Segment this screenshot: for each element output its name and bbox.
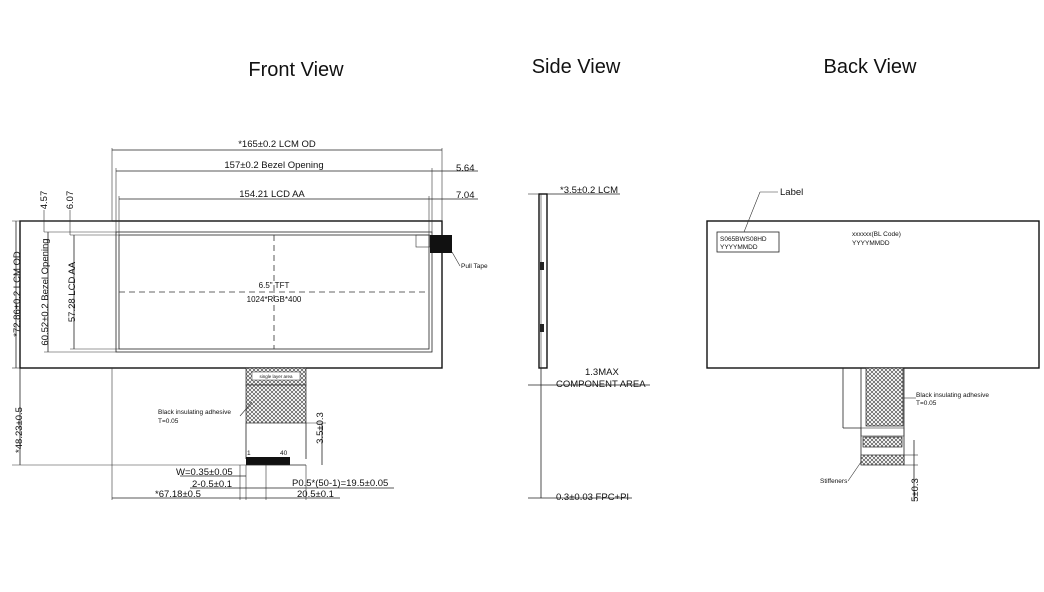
pin-first-label: 1 [247,450,251,457]
dim-fpc-length: *48.23±0.5 [14,407,25,453]
side-view-title: Side View [532,56,621,78]
front-view-title: Front View [248,59,344,81]
side-fpc-thickness: 0.3±0.03 FPC+PI [556,492,629,503]
dim-bezel-opening-height: 60.52±0.2 Bezel Opening [40,238,51,345]
back-stiffener [860,454,905,466]
side-component-area: COMPONENT AREA [556,379,646,390]
front-black-adhesive-label: Black insulating adhesive [158,409,231,416]
back-black-adhesive-area [865,367,904,427]
dim-pitch: P0.5*(50-1)=19.5±0.05 [292,478,388,489]
pull-tape [430,235,452,253]
back-view: S065BWS08HD YYYYMMDD Label xxxxxx(BL Cod… [706,187,1040,502]
back-label-line2: YYYYMMDD [720,244,758,251]
dim-fpc-tail: 3.5±0.3 [315,412,326,444]
dim-lcd-aa-height: 57.28 LCD AA [67,261,78,322]
dim-bezel-opening-width: 157±0.2 Bezel Opening [224,160,323,171]
back-stiffener-mark [862,436,903,448]
resolution-text: 1024*RGB*400 [247,295,302,304]
back-label-box [716,231,780,253]
pull-tape-label: Pull Tape [461,263,488,270]
dim-lcm-od-height: *72.86±0.2 LCM OD [12,251,23,337]
dim-lcm-od-width: *165±0.2 LCM OD [238,139,316,150]
front-bezel-opening [115,231,433,353]
back-stiffeners-label: Stiffeners [820,478,848,485]
back-stiffener-dim: 5±0.3 [910,478,921,502]
fpc-contacts [246,457,290,465]
back-bl-date: YYYYMMDD [852,240,890,247]
panel-type-text: 6.5" TFT [259,281,290,290]
back-black-adhesive-thickness: T=0.05 [916,400,937,407]
dim-fpc-position: *67.18±0.5 [155,489,201,500]
front-lcm-outline [19,220,443,369]
dim-top-offset-2: 6.07 [65,191,76,210]
dim-lcd-aa-width: 154.21 LCD AA [239,189,305,200]
pull-tape-outline [415,234,431,248]
side-lcm-outline [538,193,548,369]
single-layer-area-label: single layer area [259,374,293,379]
dim-pin-offset: 2-0.5±0.1 [192,479,232,490]
dim-pin-width: W=0.35±0.05 [176,467,233,478]
dim-fpc-width: 20.5±0.1 [297,489,334,500]
front-view: 6.5" TFT 1024*RGB*400 Pull Tape *165±0.2… [12,139,488,500]
side-component-max: 1.3MAX [585,367,619,378]
front-black-adhesive-thickness: T=0.05 [158,418,179,425]
back-label-line1: S065BWS08HD [720,236,767,243]
pin-last-label: 40 [280,450,288,457]
side-thickness: *3.5±0.2 LCM [560,185,618,196]
back-view-title: Back View [823,56,917,78]
back-bl-code: xxxxxx(BL Code) [852,231,901,238]
black-adhesive-area [245,384,307,424]
dim-right-offset-1: 5.64 [456,163,475,174]
side-view: *3.5±0.2 LCM 1.3MAX COMPONENT AREA 0.3±0… [528,185,650,503]
dim-right-offset-2: 7.04 [456,190,475,201]
back-black-adhesive-label: Black insulating adhesive [916,392,989,399]
dim-top-offset-1: 4.57 [39,191,50,210]
back-label-callout: Label [780,187,803,198]
